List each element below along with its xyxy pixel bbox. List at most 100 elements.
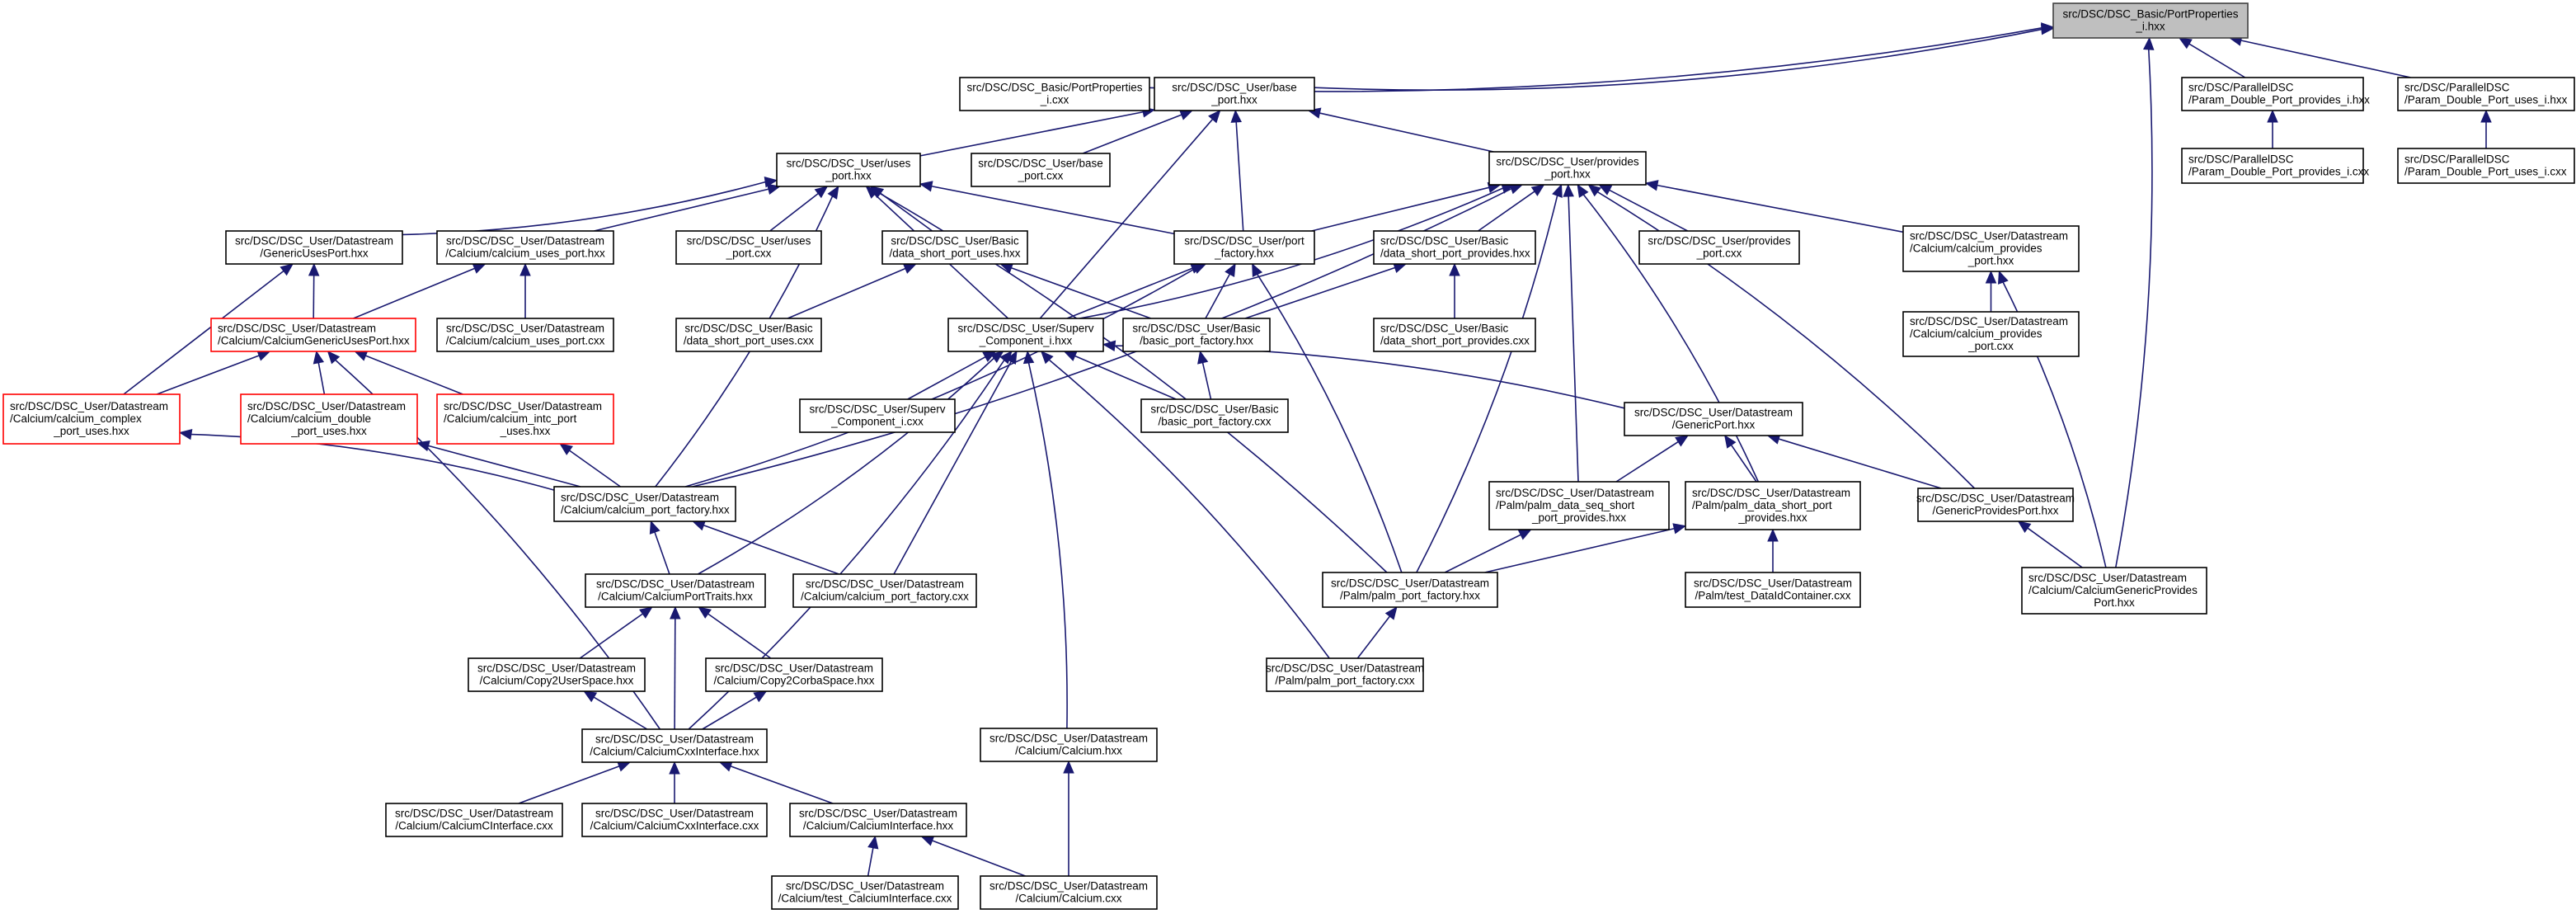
dependency-edge [1587, 184, 1976, 489]
node-param-double-port-provides-i-hxx[interactable]: src/DSC/ParallelDSC/Param_Double_Port_pr… [2181, 77, 2370, 111]
node-box [1154, 77, 1315, 111]
node-data-short-port-uses-hxx[interactable]: src/DSC/DSC_User/Basic/data_short_port_u… [881, 230, 1028, 265]
node-box [581, 728, 768, 763]
node-calcium-port-factory-hxx[interactable]: src/DSC/DSC_User/Datastream/Calcium/calc… [553, 486, 736, 522]
node-calciumgenericusesport-hxx[interactable]: src/DSC/DSC_User/Datastream/Calcium/Calc… [210, 318, 416, 352]
node-genericprovidesport-hxx[interactable]: src/DSC/DSC_User/Datastream/GenericProvi… [1916, 488, 2075, 522]
node-label-line: /Calcium/calcium_port_factory.cxx [801, 591, 969, 603]
node-box [2021, 567, 2207, 615]
node-genericport-hxx[interactable]: src/DSC/DSC_User/Datastream/GenericPort.… [1624, 402, 1803, 436]
node-box [1917, 488, 2074, 522]
node-box [1266, 657, 1424, 692]
arrowhead-icon [692, 520, 707, 531]
node-test-dataidcontainer-cxx[interactable]: src/DSC/DSC_User/Datastream/Palm/test_Da… [1685, 572, 1861, 608]
edge-line [698, 357, 994, 575]
node-param-double-port-uses-i-hxx[interactable]: src/DSC/ParallelDSC/Param_Double_Port_us… [2397, 77, 2575, 111]
node-calcium-double-port-uses-hxx[interactable]: src/DSC/DSC_User/Datastream/Calcium/calc… [240, 393, 418, 445]
node-uses-port-cxx[interactable]: src/DSC/DSC_User/uses_port.cxx [675, 230, 822, 265]
edge-line [317, 362, 326, 395]
node-genericusesport-hxx[interactable]: src/DSC/DSC_User/Datastream/GenericUsesP… [225, 230, 403, 265]
arrowhead-icon [2480, 109, 2492, 123]
edge-line [730, 766, 834, 804]
arrowhead-icon [1577, 183, 1589, 198]
node-port-factory-hxx[interactable]: src/DSC/DSC_User/port_factory.hxx [1173, 230, 1315, 265]
node-uses-port-hxx[interactable]: src/DSC/DSC_User/uses_port.hxx [776, 153, 921, 187]
arrowhead-icon [1997, 270, 2009, 285]
node-calcium-provides-port-cxx[interactable]: src/DSC/DSC_User/Datastream/Calcium/calc… [1902, 311, 2080, 357]
node-portproperties-i-hxx[interactable]: src/DSC/DSC_Basic/PortProperties_i.hxx [2052, 2, 2249, 39]
node-calciumporttraits-hxx[interactable]: src/DSC/DSC_User/Datastream/Calcium/Calc… [585, 573, 766, 608]
node-label-line: src/DSC/DSC_User/Datastream [10, 400, 168, 412]
node-basic-port-factory-cxx[interactable]: src/DSC/DSC_User/Basic/basic_port_factor… [1140, 398, 1289, 433]
node-palm-data-seq-short-port-provides-hxx[interactable]: src/DSC/DSC_User/Datastream/Palm/palm_da… [1488, 481, 1670, 530]
node-label-line: src/DSC/DSC_User/Basic [684, 323, 813, 335]
edge-line [880, 192, 933, 232]
edge-line [907, 356, 986, 400]
node-calciumcinterface-cxx[interactable]: src/DSC/DSC_User/Datastream/Calcium/Calc… [385, 803, 563, 837]
node-data-short-port-uses-cxx[interactable]: src/DSC/DSC_User/Basic/data_short_port_u… [675, 318, 822, 352]
node-box [2397, 77, 2575, 111]
node-superv-component-i-cxx[interactable]: src/DSC/DSC_User/Superv_Component_i.cxx [799, 398, 956, 433]
node-calciuminterface-hxx[interactable]: src/DSC/DSC_User/Datastream/Calcium/Calc… [789, 803, 967, 837]
node-calcium-uses-port-hxx[interactable]: src/DSC/DSC_User/Datastream/Calcium/calc… [436, 230, 614, 265]
node-label-line: src/DSC/DSC_User/Datastream [786, 880, 944, 893]
node-calciumcxxinterface-cxx[interactable]: src/DSC/DSC_User/Datastream/Calcium/Calc… [581, 803, 768, 837]
node-base-port-cxx[interactable]: src/DSC/DSC_User/base_port.cxx [971, 153, 1111, 187]
node-provides-port-hxx[interactable]: src/DSC/DSC_User/provides_port.hxx [1488, 151, 1647, 186]
node-label-line: src/DSC/DSC_User/Datastream [1331, 577, 1489, 590]
node-calciumcxxinterface-hxx[interactable]: src/DSC/DSC_User/Datastream/Calcium/Calc… [581, 728, 768, 763]
node-calcium-complex-port-uses-hxx[interactable]: src/DSC/DSC_User/Datastream/Calcium/calc… [2, 393, 181, 445]
node-data-short-port-provides-cxx[interactable]: src/DSC/DSC_User/Basic/data_short_port_p… [1373, 318, 1536, 352]
node-label-line: _port.cxx [726, 247, 772, 260]
dependency-edge [670, 605, 681, 730]
node-basic-port-factory-hxx[interactable]: src/DSC/DSC_User/Basic/basic_port_factor… [1122, 318, 1271, 352]
arrowhead-icon [639, 606, 653, 619]
dependency-edge [1449, 262, 1460, 318]
arrowhead-icon [649, 520, 660, 535]
node-label-line: /Calcium/Copy2CorbaSpace.hxx [713, 675, 874, 687]
dependency-edge [698, 606, 772, 659]
node-calcium-port-factory-cxx[interactable]: src/DSC/DSC_User/Datastream/Calcium/calc… [792, 573, 977, 608]
node-param-double-port-provides-i-cxx[interactable]: src/DSC/ParallelDSC/Param_Double_Port_pr… [2181, 148, 2369, 184]
node-box [436, 393, 614, 445]
node-calcium-cxx[interactable]: src/DSC/DSC_User/Datastream/Calcium/Calc… [980, 875, 1158, 910]
node-calcium-intc-port-uses-hxx[interactable]: src/DSC/DSC_User/Datastream/Calcium/calc… [436, 393, 614, 445]
arrowhead-icon [1552, 183, 1563, 198]
arrowhead-icon [2178, 37, 2193, 49]
node-test-calciuminterface-cxx[interactable]: src/DSC/DSC_User/Datastream/Calcium/test… [771, 875, 959, 910]
node-base-port-hxx[interactable]: src/DSC/DSC_User/base_port.hxx [1154, 77, 1315, 111]
dependency-edge [698, 351, 1004, 575]
node-label-line: src/DSC/DSC_User/Basic [1132, 323, 1261, 335]
node-label-line: src/DSC/DSC_User/base [978, 158, 1103, 170]
node-label-line: src/DSC/DSC_User/Datastream [1694, 577, 1852, 590]
node-label-line: /Calcium/calcium_uses_port.cxx [446, 335, 605, 347]
node-label-line: src/DSC/DSC_User/Datastream [1910, 230, 2068, 243]
node-calcium-provides-port-hxx[interactable]: src/DSC/DSC_User/Datastream/Calcium/calc… [1902, 225, 2080, 272]
dependency-edge [649, 520, 670, 575]
edge-line [1416, 195, 1558, 573]
node-label-line: src/DSC/DSC_User/uses [687, 235, 811, 247]
node-box [675, 318, 822, 352]
node-param-double-port-uses-i-cxx[interactable]: src/DSC/ParallelDSC/Param_Double_Port_us… [2397, 148, 2575, 184]
node-box [771, 875, 959, 910]
edge-line [931, 185, 1175, 235]
node-calcium-uses-port-cxx[interactable]: src/DSC/DSC_User/Datastream/Calcium/calc… [436, 318, 614, 352]
node-palm-port-factory-cxx[interactable]: src/DSC/DSC_User/Datastream/Palm/palm_po… [1266, 657, 1424, 692]
dependency-edge [2228, 35, 2411, 78]
node-label-line: src/DSC/DSC_User/Datastream [395, 808, 553, 820]
node-box [2181, 148, 2364, 184]
node-palm-data-short-port-provides-hxx[interactable]: src/DSC/DSC_User/Datastream/Palm/palm_da… [1685, 481, 1861, 530]
node-palm-port-factory-hxx[interactable]: src/DSC/DSC_User/Datastream/Palm/palm_po… [1322, 572, 1498, 608]
node-superv-component-i-hxx[interactable]: src/DSC/DSC_User/Superv_Component_i.hxx [947, 318, 1104, 352]
node-provides-port-cxx[interactable]: src/DSC/DSC_User/provides_port.cxx [1638, 230, 1800, 265]
node-calcium-hxx[interactable]: src/DSC/DSC_User/Datastream/Calcium/Calc… [980, 728, 1158, 762]
node-copy2userspace-hxx[interactable]: src/DSC/DSC_User/Datastream/Calcium/Copy… [468, 657, 646, 692]
node-data-short-port-provides-hxx[interactable]: src/DSC/DSC_User/Basic/data_short_port_p… [1373, 230, 1536, 265]
node-label-line: src/DSC/DSC_User/Datastream [218, 323, 376, 335]
dependency-edge [559, 443, 621, 488]
node-portproperties-i-cxx[interactable]: src/DSC/DSC_Basic/PortProperties_i.cxx [959, 77, 1150, 111]
arrowhead-icon [2142, 36, 2155, 50]
node-copy2corbaspace-hxx[interactable]: src/DSC/DSC_User/Datastream/Calcium/Copy… [705, 657, 883, 692]
dependency-edge [1307, 107, 1494, 153]
node-calciumgenericprovidesport-hxx[interactable]: src/DSC/DSC_User/Datastream/Calcium/Calc… [2021, 567, 2207, 615]
